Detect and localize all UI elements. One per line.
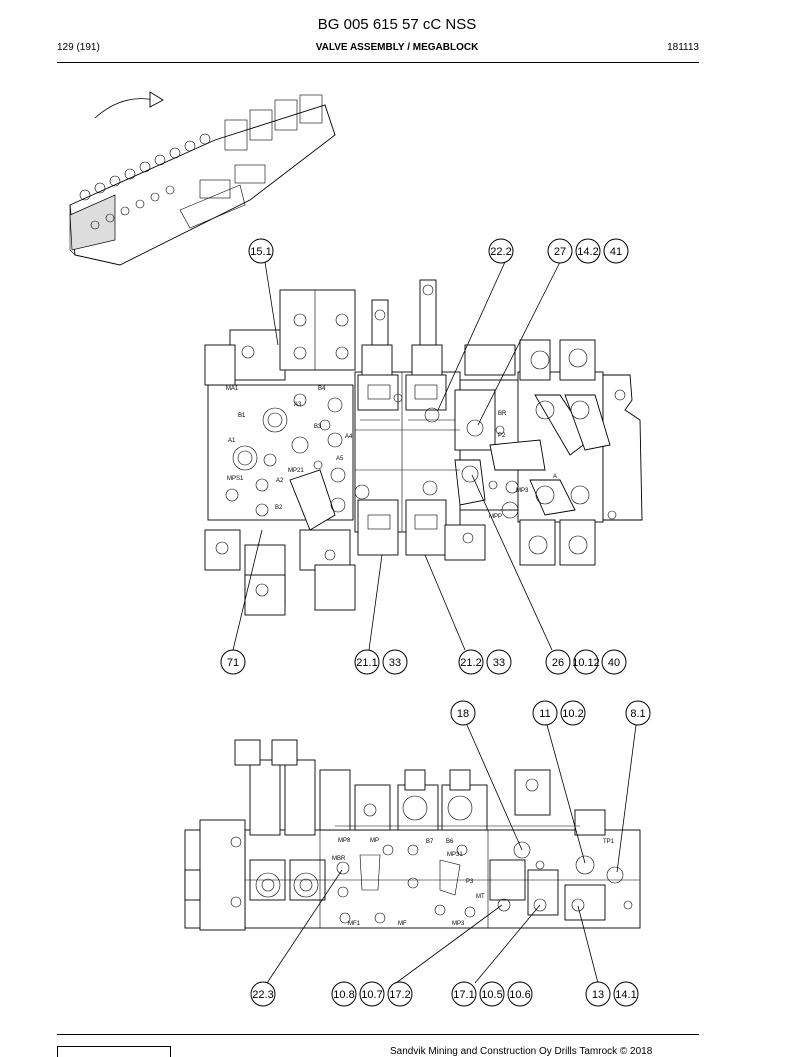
svg-text:33: 33: [389, 657, 401, 669]
svg-text:41: 41: [610, 246, 622, 258]
callout-33-b: 33: [486, 649, 512, 675]
port-label-a4: A4: [345, 434, 353, 440]
isometric-overview: [69, 91, 336, 266]
header-rule: [57, 62, 699, 63]
sandvik-logo: [57, 1046, 171, 1057]
callout-41: 41: [603, 238, 629, 264]
svg-text:26: 26: [552, 657, 564, 669]
page-number: 129 (191): [57, 42, 100, 53]
port-label-p2: P2: [498, 433, 506, 439]
svg-text:10.5: 10.5: [481, 989, 502, 1001]
svg-text:71: 71: [227, 657, 239, 669]
port-label-p3: P3: [466, 879, 474, 885]
port-label-a5: A5: [336, 456, 344, 462]
callout-14-1: 14.1: [613, 981, 639, 1007]
callout-13: 13: [585, 981, 611, 1007]
svg-text:17.2: 17.2: [389, 989, 410, 1001]
port-label-mp3: MP3: [516, 488, 529, 494]
port-label-b4: B4: [318, 386, 326, 392]
footer-copyright: Sandvik Mining and Construction Oy Drill…: [390, 1046, 653, 1057]
port-label-br: BR: [498, 411, 507, 417]
svg-text:21.1: 21.1: [356, 657, 377, 669]
svg-text:22.2: 22.2: [490, 246, 511, 258]
port-label-ma1: MA1: [226, 386, 239, 392]
port-label-b3: B3: [314, 424, 322, 430]
svg-text:10.7: 10.7: [361, 989, 382, 1001]
svg-text:18: 18: [457, 708, 469, 720]
callout-10-2: 10.2: [560, 700, 586, 726]
svg-text:21.2: 21.2: [460, 657, 481, 669]
callout-18: 18: [450, 700, 476, 726]
port-label-mpp: MPP: [489, 514, 502, 520]
port-label-b7: B7: [426, 839, 434, 845]
callout-15-1: 15.1: [248, 238, 274, 264]
port-label-a: A: [553, 474, 557, 480]
callouts: 15.1 22.2 27 14.2 41 71 21.1 33 21.2 33 …: [220, 238, 651, 1007]
svg-text:27: 27: [554, 246, 566, 258]
callout-10-8: 10.8: [331, 981, 357, 1007]
callout-22-2: 22.2: [488, 238, 514, 264]
port-label-mp21: MP21: [288, 468, 304, 474]
callout-10-12: 10.12: [572, 649, 600, 675]
port-label-mp: MP: [370, 838, 379, 844]
callout-8-1: 8.1: [625, 700, 651, 726]
svg-text:14.2: 14.2: [577, 246, 598, 258]
callout-40: 40: [601, 649, 627, 675]
svg-text:10.2: 10.2: [562, 708, 583, 720]
port-label-b1: B1: [238, 413, 246, 419]
callout-21-1: 21.1: [354, 649, 380, 675]
rotation-arrow: [94, 98, 156, 119]
svg-text:22.3: 22.3: [252, 989, 273, 1001]
svg-text:40: 40: [608, 657, 620, 669]
port-label-mps1: MPS1: [227, 476, 244, 482]
svg-text:13: 13: [592, 989, 604, 1001]
svg-text:11: 11: [539, 708, 550, 720]
port-label-mp8: MP8: [338, 838, 351, 844]
svg-text:10.12: 10.12: [572, 657, 600, 669]
callout-17-1: 17.1: [451, 981, 477, 1007]
svg-text:8.1: 8.1: [630, 708, 645, 720]
callout-33-a: 33: [382, 649, 408, 675]
document-title: BG 005 615 57 cC NSS: [317, 16, 477, 33]
port-label-a1: A1: [228, 438, 236, 444]
callout-26: 26: [545, 649, 571, 675]
svg-text:17.1: 17.1: [453, 989, 474, 1001]
port-label-tp1: TP1: [603, 839, 615, 845]
svg-text:10.6: 10.6: [509, 989, 530, 1001]
callout-21-2: 21.2: [458, 649, 484, 675]
port-label-mp31: MP31: [447, 852, 463, 858]
top-view-assembly: MA1 B4 B1 A3 B3 A4 A1 MP21 A5 MPS1 A2 B2…: [204, 279, 643, 616]
callout-27: 27: [547, 238, 573, 264]
svg-text:15.1: 15.1: [250, 246, 271, 258]
port-label-b2: B2: [275, 505, 283, 511]
callout-10-7: 10.7: [359, 981, 385, 1007]
svg-text:14.1: 14.1: [615, 989, 636, 1001]
section-title: VALVE ASSEMBLY / MEGABLOCK: [315, 42, 479, 53]
callout-11: 11: [532, 700, 558, 726]
svg-text:10.8: 10.8: [333, 989, 354, 1001]
port-label-mt: MT: [476, 894, 485, 900]
callout-14-2: 14.2: [575, 238, 601, 264]
leader-lines: [232, 261, 637, 984]
document-date: 181113: [667, 42, 699, 53]
port-label-mp3-bottom: MP3: [452, 921, 465, 927]
callout-10-5: 10.5: [479, 981, 505, 1007]
bottom-view-assembly: MP8 MP MBR B7 B6 MP31 P3 MT MF1 MF MP3 T…: [184, 739, 641, 931]
port-label-a2: A2: [276, 478, 284, 484]
port-label-mbr: MBR: [332, 856, 346, 862]
port-label-a3: A3: [294, 402, 302, 408]
callout-71: 71: [220, 649, 246, 675]
callout-22-3: 22.3: [250, 981, 276, 1007]
port-label-mf: MF: [398, 921, 407, 927]
callout-17-2: 17.2: [387, 981, 413, 1007]
svg-text:33: 33: [493, 657, 505, 669]
callout-10-6: 10.6: [507, 981, 533, 1007]
port-label-mf1: MF1: [348, 921, 361, 927]
port-label-b6: B6: [446, 839, 454, 845]
footer-rule: [57, 1034, 699, 1035]
